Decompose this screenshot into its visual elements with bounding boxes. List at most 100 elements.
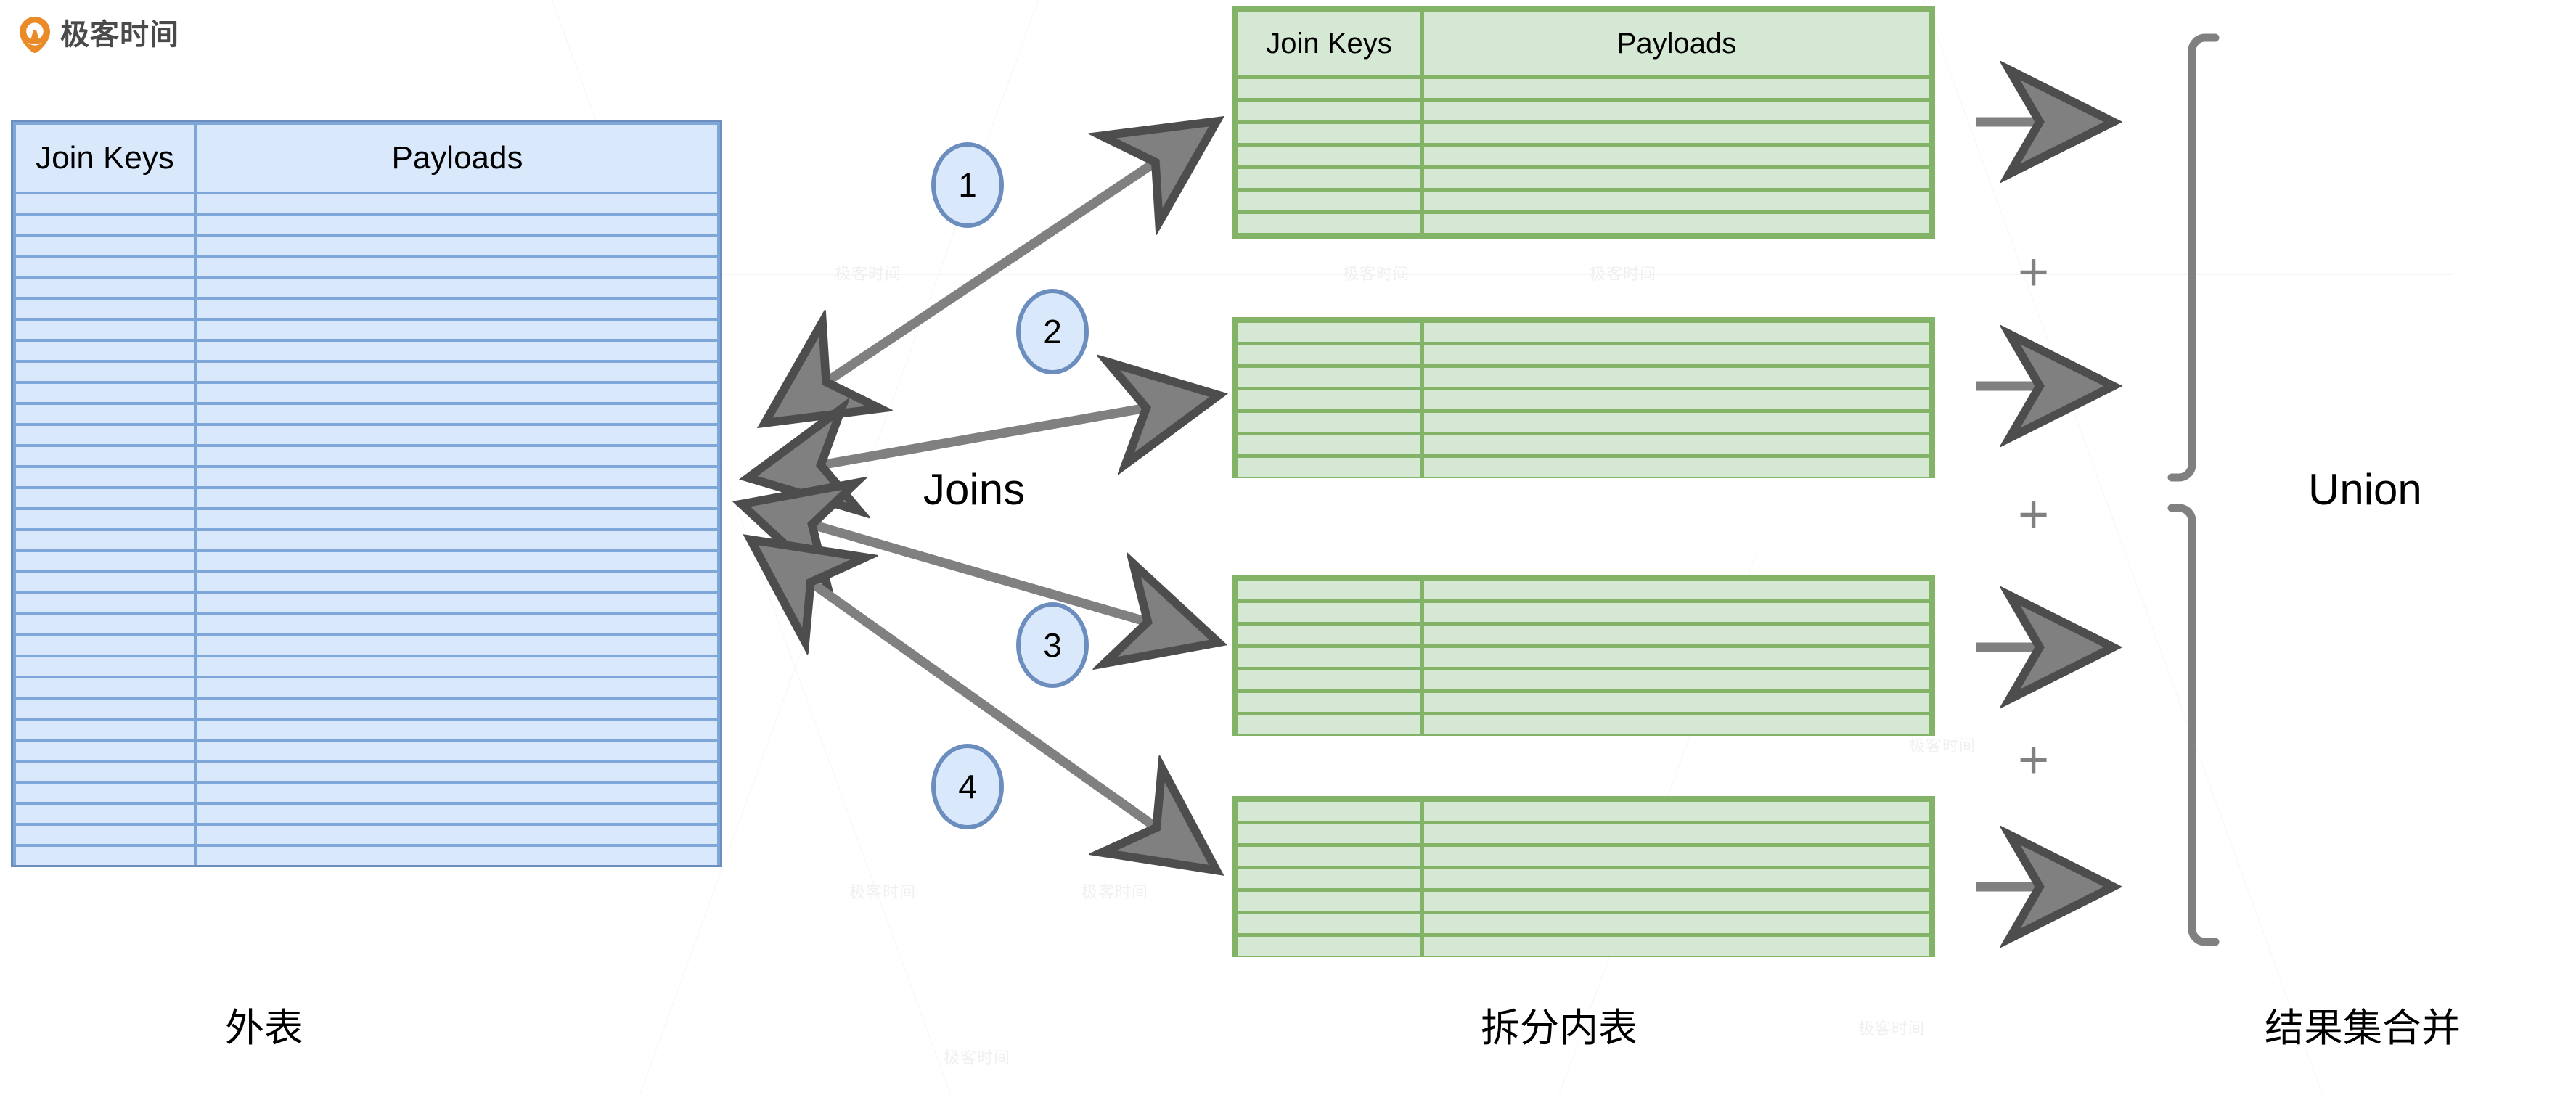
- table-row: [1238, 670, 1929, 689]
- cell-payload: [1424, 323, 1929, 342]
- cell-payload: [197, 447, 717, 465]
- cell-payload: [197, 678, 717, 697]
- cell-join-key: [1238, 914, 1420, 933]
- cell-join-key: [1238, 802, 1420, 821]
- step-marker-1[interactable]: 1: [931, 142, 1004, 228]
- cell-join-key: [16, 742, 194, 760]
- union-label: Union: [2308, 465, 2422, 514]
- column-header-payloads: Payloads: [197, 125, 717, 192]
- step-marker-3[interactable]: 3: [1016, 602, 1089, 688]
- cell-payload: [197, 805, 717, 823]
- table-row: [1238, 147, 1929, 165]
- cell-join-key: [16, 426, 194, 444]
- cell-join-key: [16, 826, 194, 844]
- cell-payload: [1424, 847, 1929, 866]
- table-row: [16, 678, 717, 697]
- watermark-text: 极客时间: [944, 1049, 1011, 1067]
- cell-join-key: [1238, 937, 1420, 956]
- inner-table-4: [1232, 796, 1935, 957]
- cell-join-key: [1238, 626, 1420, 644]
- cell-join-key: [16, 615, 194, 633]
- inner-table-body: [1238, 79, 1929, 233]
- cell-payload: [1424, 124, 1929, 143]
- cell-payload: [197, 636, 717, 655]
- cell-join-key: [16, 594, 194, 612]
- cell-payload: [1424, 79, 1929, 98]
- cell-join-key: [1238, 192, 1420, 210]
- table-row: [16, 615, 717, 633]
- cell-join-key: [16, 784, 194, 802]
- cell-join-key: [16, 300, 194, 318]
- table-row: [1238, 715, 1929, 734]
- cell-payload: [1424, 892, 1929, 911]
- watermark-text: 极客时间: [1081, 883, 1149, 901]
- cell-join-key: [16, 552, 194, 570]
- column-header-join-keys: Join Keys: [1238, 12, 1420, 75]
- cell-payload: [197, 784, 717, 802]
- outer-table-body: [16, 194, 717, 865]
- cell-join-key: [1238, 458, 1420, 477]
- cell-payload: [197, 342, 717, 360]
- cell-payload: [1424, 693, 1929, 712]
- table-row: [16, 405, 717, 423]
- plus-operator-3: +: [2018, 729, 2050, 790]
- table-row: [1238, 693, 1929, 712]
- table-row: [1238, 214, 1929, 233]
- table-row: [1238, 869, 1929, 888]
- table-row: [16, 721, 717, 739]
- cell-join-key: [1238, 323, 1420, 342]
- cell-join-key: [16, 405, 194, 423]
- cell-join-key: [1238, 368, 1420, 387]
- join-arrow-3: [755, 508, 1205, 639]
- table-row: [16, 594, 717, 612]
- cell-payload: [1424, 626, 1929, 644]
- geek-time-logo-icon: [18, 16, 52, 54]
- table-row: [16, 363, 717, 381]
- table-row: [16, 552, 717, 570]
- table-row: [16, 342, 717, 360]
- cell-join-key: [16, 489, 194, 507]
- watermark-text: 极客时间: [1590, 265, 1657, 283]
- cell-join-key: [16, 721, 194, 739]
- cell-join-key: [16, 237, 194, 255]
- step-marker-2[interactable]: 2: [1016, 289, 1089, 374]
- table-row: [16, 384, 717, 402]
- plus-operator-2: +: [2018, 484, 2050, 544]
- cell-join-key: [1238, 124, 1420, 143]
- cell-join-key: [1238, 869, 1420, 888]
- cell-payload: [1424, 648, 1929, 667]
- cell-join-key: [16, 847, 194, 865]
- table-row: [16, 763, 717, 781]
- cell-join-key: [1238, 581, 1420, 599]
- cell-join-key: [1238, 147, 1420, 165]
- step-marker-1-label: 1: [958, 166, 977, 204]
- cell-payload: [197, 721, 717, 739]
- cell-payload: [1424, 147, 1929, 165]
- cell-join-key: [16, 678, 194, 697]
- result-caption: 结果集合并: [2265, 1006, 2461, 1050]
- inner-table-3: [1232, 575, 1935, 736]
- cell-payload: [1424, 670, 1929, 689]
- cell-payload: [1424, 345, 1929, 364]
- cell-payload: [1424, 102, 1929, 120]
- cell-payload: [1424, 824, 1929, 843]
- cell-payload: [1424, 802, 1929, 821]
- cell-payload: [197, 742, 717, 760]
- table-row: [1238, 435, 1929, 454]
- cell-payload: [1424, 435, 1929, 454]
- table-row: [1238, 192, 1929, 210]
- table-row: [16, 237, 717, 255]
- table-row: [1238, 892, 1929, 911]
- join-arrow-2: [762, 398, 1205, 475]
- cell-join-key: [16, 279, 194, 297]
- cell-payload: [197, 237, 717, 255]
- cell-join-key: [16, 321, 194, 339]
- cell-join-key: [1238, 390, 1420, 409]
- table-row: [1238, 824, 1929, 843]
- cell-payload: [197, 258, 717, 276]
- outer-table-caption: 外表: [225, 1006, 303, 1050]
- cell-payload: [197, 468, 717, 486]
- cell-payload: [1424, 869, 1929, 888]
- step-marker-4[interactable]: 4: [931, 744, 1004, 829]
